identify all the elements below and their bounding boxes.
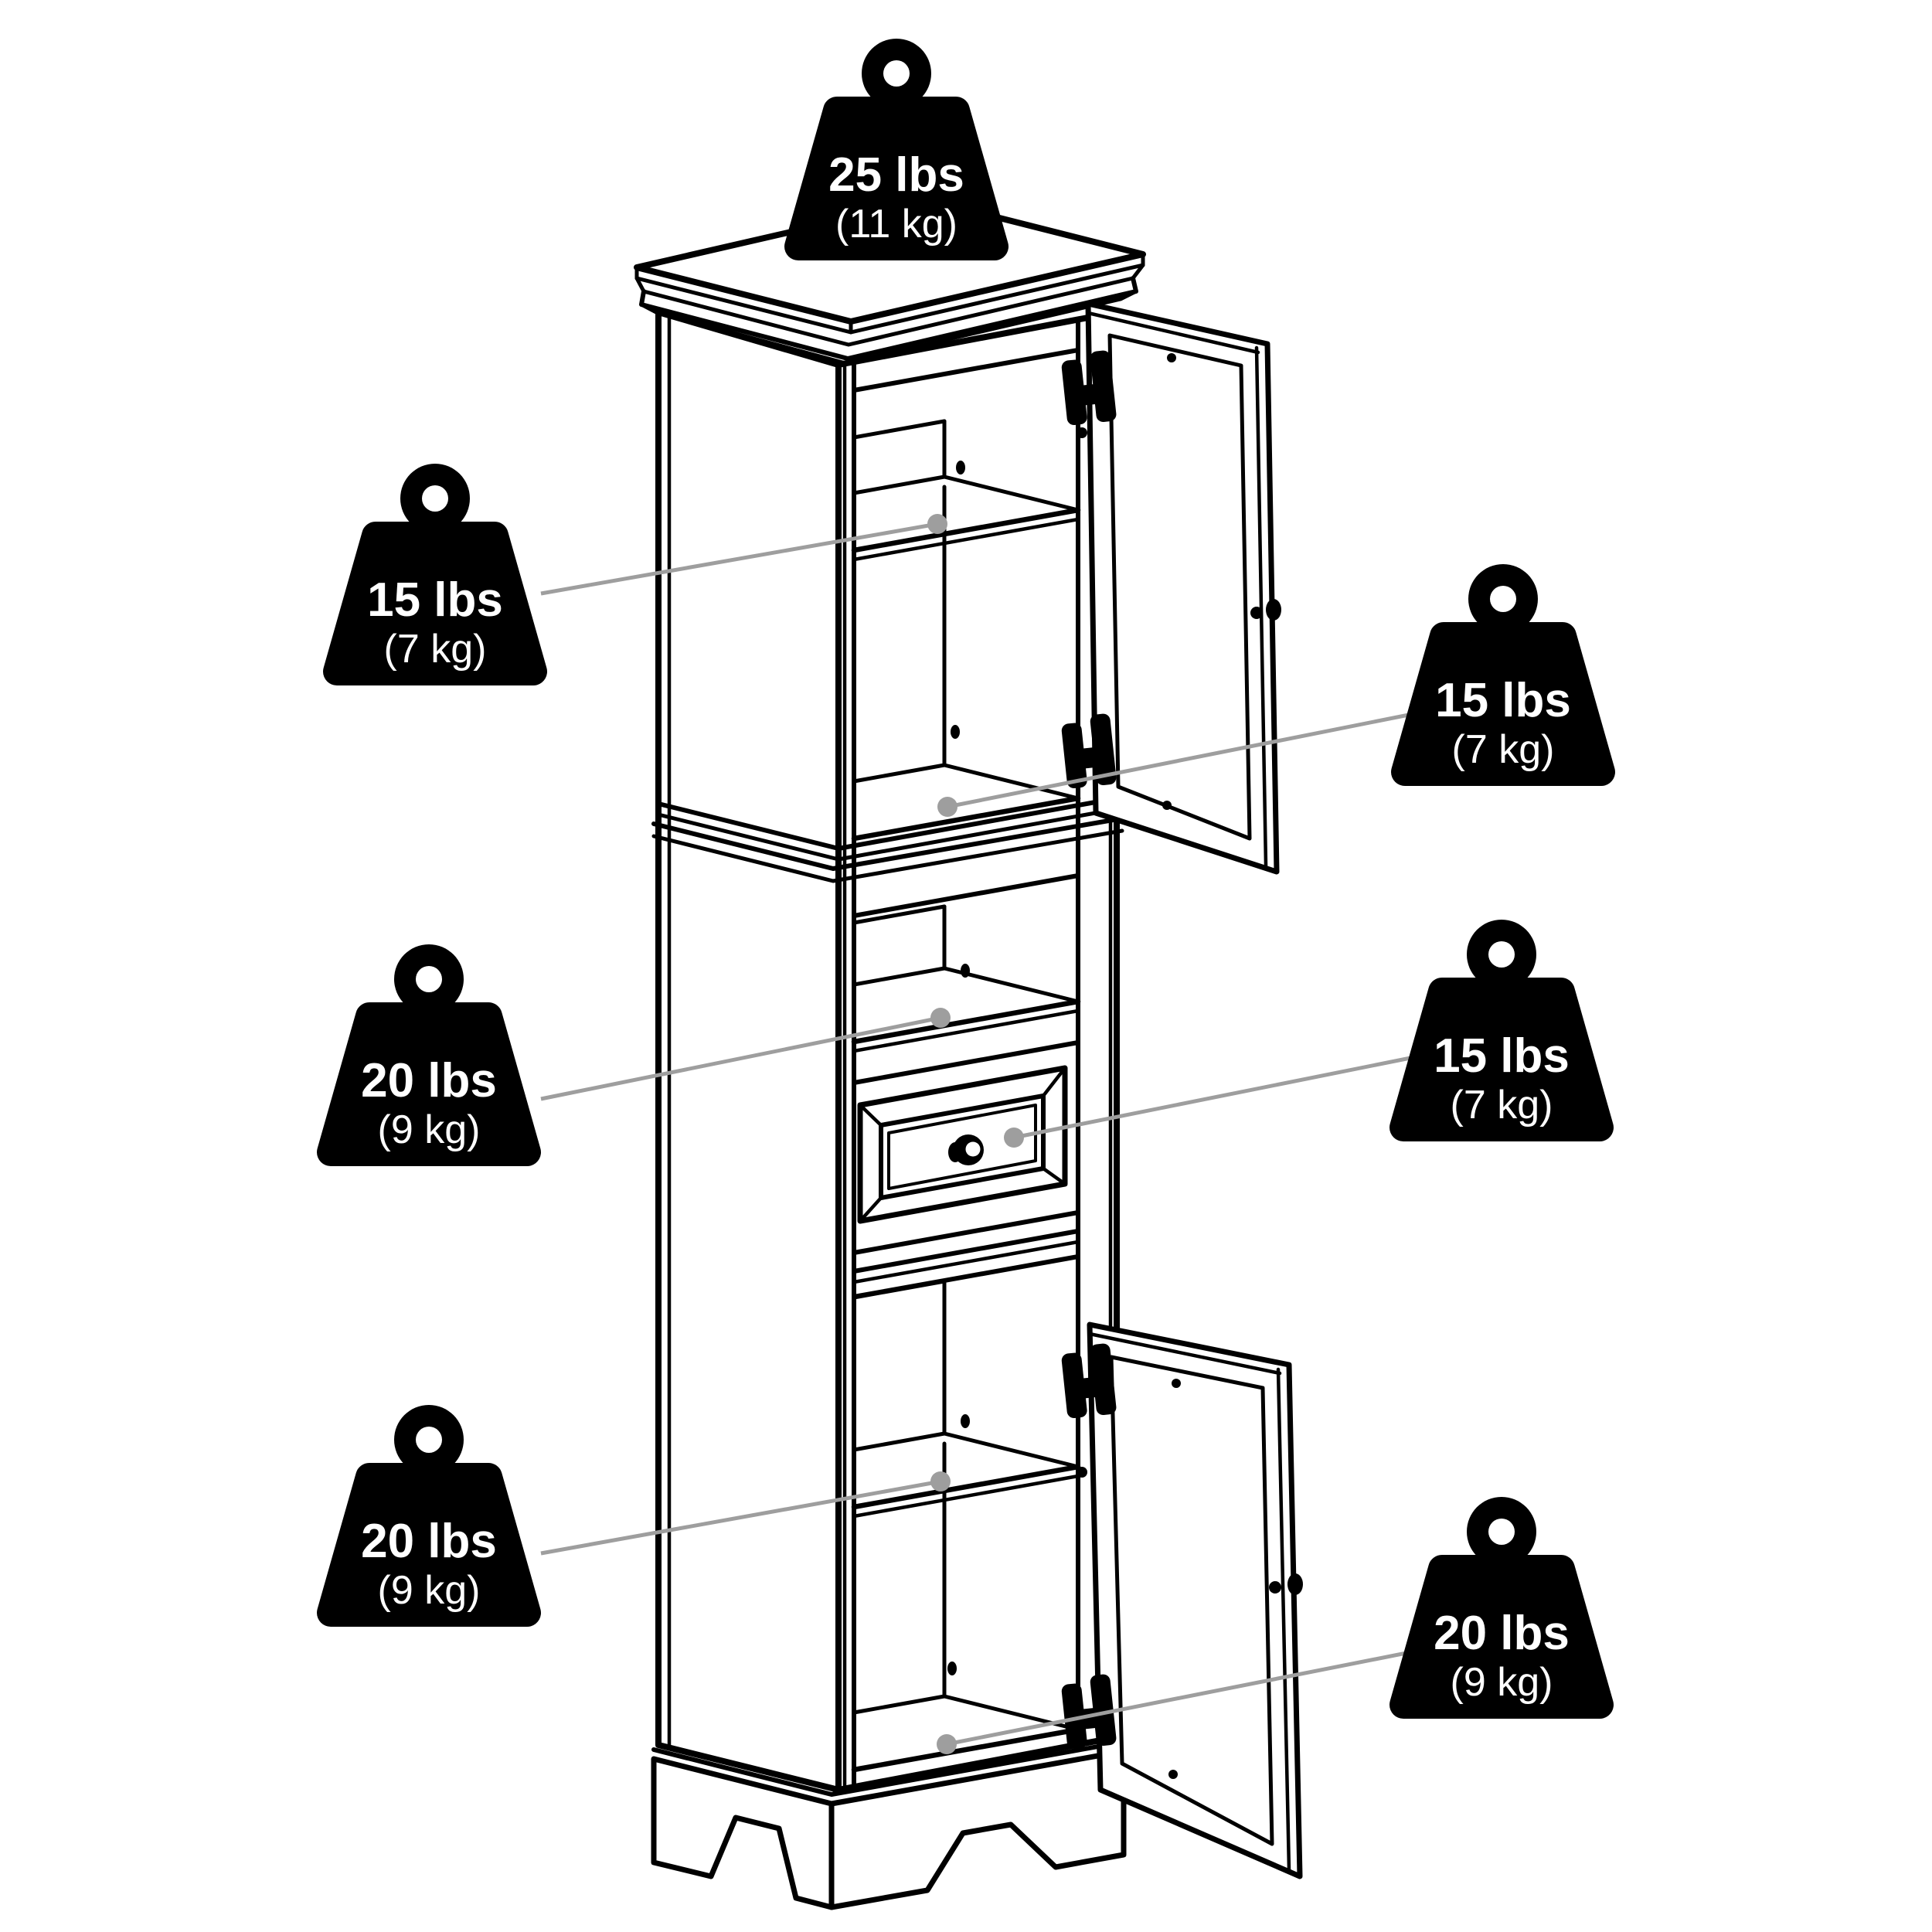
weight-callout-upper-shelf: 15 lbs(7 kg)	[323, 464, 947, 685]
weight-kg-label: (7 kg)	[384, 627, 487, 672]
screw-dot	[1077, 1467, 1087, 1478]
leader-line	[946, 1645, 1434, 1747]
leader-line	[1013, 1053, 1427, 1140]
shelf-pin-hole	[961, 964, 970, 978]
leader-line	[947, 710, 1421, 809]
shelf-pin-hole	[947, 1662, 957, 1675]
door-screw-dot	[1162, 801, 1172, 810]
weight-callout-cabinet-top: 25 lbs(11 kg)	[784, 39, 1009, 260]
leader-dot	[930, 1008, 951, 1028]
weight-lbs-label: 15 lbs	[367, 573, 503, 627]
weight-lbs-label: 20 lbs	[361, 1054, 497, 1107]
drawer	[852, 1040, 1080, 1284]
weight-icon: 20 lbs(9 kg)	[1389, 1497, 1614, 1719]
weight-lbs-label: 20 lbs	[1434, 1607, 1570, 1660]
leader-line	[540, 1015, 941, 1101]
door-knob	[1250, 599, 1281, 621]
shelf-pin-hole	[956, 461, 965, 474]
upper-door	[1061, 301, 1281, 875]
weight-callout-lower-shelf: 20 lbs(9 kg)	[317, 1405, 951, 1627]
lower-door	[1061, 1321, 1303, 1879]
hinge-icon	[1061, 350, 1117, 426]
weight-icon: 15 lbs(7 kg)	[323, 464, 547, 685]
weight-callout-open-shelf: 20 lbs(9 kg)	[317, 944, 951, 1166]
weight-lbs-label: 15 lbs	[1434, 1029, 1570, 1083]
drawer-knob	[948, 1134, 984, 1165]
weight-lbs-label: 20 lbs	[361, 1515, 497, 1568]
shelf-pin-hole	[951, 725, 960, 739]
middle-open-compartment	[851, 873, 1081, 1053]
weight-kg-label: (9 kg)	[378, 1568, 481, 1613]
screw-dot	[1077, 427, 1087, 438]
weight-lbs-label: 25 lbs	[828, 148, 964, 202]
leader-dot	[1004, 1128, 1024, 1148]
leader-dot	[927, 514, 947, 534]
leader-dot	[930, 1471, 951, 1492]
weight-callouts: 25 lbs(11 kg)15 lbs(7 kg)15 lbs(7 kg)20 …	[317, 39, 1615, 1754]
weight-kg-label: (9 kg)	[378, 1107, 481, 1152]
hinge-icon	[1061, 1343, 1117, 1419]
hinge-icon	[1061, 713, 1117, 789]
side-panel	[655, 309, 842, 1793]
door-screw-dot	[1168, 1770, 1178, 1779]
weight-kg-label: (7 kg)	[1452, 727, 1555, 772]
leader-dot	[937, 1734, 957, 1754]
weight-icon: 25 lbs(11 kg)	[784, 39, 1009, 260]
door-screw-dot	[1172, 1379, 1181, 1388]
weight-callout-drawer: 15 lbs(7 kg)	[1004, 920, 1614, 1148]
shelf-pin-hole	[961, 1414, 970, 1428]
weight-icon: 20 lbs(9 kg)	[317, 1405, 541, 1627]
leader-line	[540, 522, 938, 596]
leader-line	[540, 1479, 941, 1556]
lower-compartment	[851, 1254, 1087, 1773]
weight-icon: 20 lbs(9 kg)	[317, 944, 541, 1166]
weight-icon: 15 lbs(7 kg)	[1391, 564, 1615, 786]
weight-callout-upper-bottom: 15 lbs(7 kg)	[937, 564, 1615, 817]
weight-callout-lower-bottom: 20 lbs(9 kg)	[937, 1497, 1614, 1754]
weight-kg-label: (9 kg)	[1451, 1660, 1553, 1705]
weight-lbs-label: 15 lbs	[1435, 674, 1571, 727]
upper-compartment	[851, 419, 1087, 842]
weight-kg-label: (7 kg)	[1451, 1083, 1553, 1128]
door-knob	[1269, 1573, 1303, 1595]
mid-band-molding	[651, 796, 1124, 883]
leader-dot	[937, 797, 957, 817]
weight-kg-label: (11 kg)	[835, 202, 957, 247]
weight-icon: 15 lbs(7 kg)	[1389, 920, 1614, 1141]
door-screw-dot	[1167, 353, 1176, 362]
cabinet-line-art	[634, 197, 1303, 1910]
